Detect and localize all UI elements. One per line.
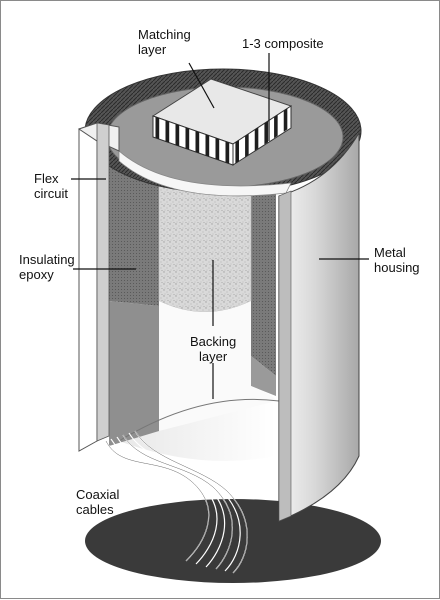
epoxy-lower-left [109, 301, 159, 446]
ground-shadow [85, 499, 381, 583]
label-matching-layer: Matching layer [138, 27, 191, 57]
flex-circuit-side [96, 122, 110, 442]
composite-stripes [155, 108, 288, 164]
composite-pillar [254, 127, 259, 151]
label-flex-circuit: Flex circuit [34, 171, 68, 201]
composite-pillar [235, 140, 239, 164]
insulating-epoxy-right [251, 181, 276, 376]
label-coaxial-cables: Coaxial cables [76, 487, 120, 517]
housing-bottom-rim [118, 398, 280, 442]
epoxy-lower-right [251, 356, 276, 396]
housing-cut-face [278, 190, 292, 522]
label-backing-layer: Backing layer [190, 334, 237, 364]
composite-pillar [264, 121, 268, 145]
composite-pillar [215, 137, 220, 161]
composite-pillar [283, 108, 288, 132]
flex-circuit [78, 122, 98, 452]
composite-pillar [175, 123, 180, 147]
composite-pillar [195, 130, 200, 154]
composite-pillar [225, 141, 230, 164]
composite-pillar [185, 127, 190, 150]
label-insulating-epoxy: Insulating epoxy [19, 252, 75, 282]
metal-housing [278, 131, 360, 522]
backing-layer [158, 180, 252, 313]
leader-lines [71, 53, 369, 399]
inner-sleeve [159, 301, 276, 431]
composite-pillar [274, 114, 278, 139]
insulating-epoxy [109, 161, 159, 306]
composite-pillar [165, 120, 170, 143]
label-metal-housing: Metal housing [374, 245, 420, 275]
label-1-3-composite: 1-3 composite [242, 36, 324, 51]
composite-pillar [245, 133, 249, 158]
composite-pillar [155, 116, 160, 140]
composite-pillar [205, 134, 210, 157]
